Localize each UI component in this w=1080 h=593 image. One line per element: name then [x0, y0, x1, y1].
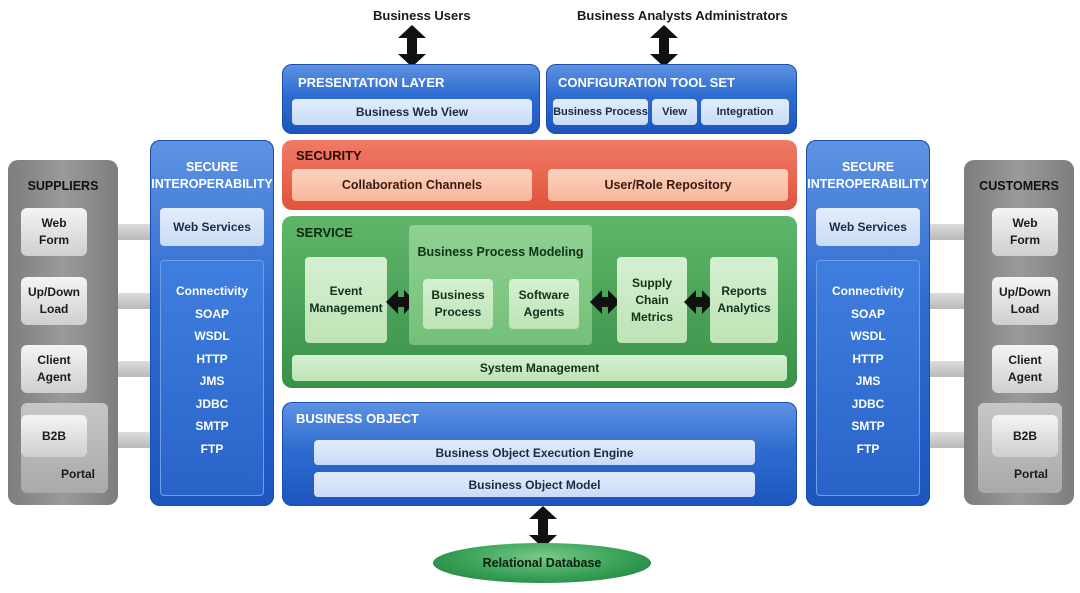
- interop-left-wsdl: WSDL: [194, 329, 230, 343]
- user-role-repository: User/Role Repository: [548, 169, 788, 201]
- supplier-b2b: B2B: [21, 415, 87, 457]
- customers-title: CUSTOMERS: [979, 179, 1059, 193]
- interop-left-connectivity: Connectivity: [175, 284, 248, 298]
- interop-right-panel: SECURE INTEROPERABILITY Web Services Con…: [806, 140, 930, 506]
- customer-web-form: Web Form: [992, 208, 1058, 256]
- software-agents: Software Agents: [509, 279, 579, 329]
- event-management: Event Management: [305, 257, 387, 343]
- supplier-web-form: Web Form: [21, 208, 87, 256]
- interop-left-panel: SECURE INTEROPERABILITY Web Services Con…: [150, 140, 274, 506]
- interop-right-ftp: FTP: [856, 441, 880, 456]
- database-arrow-icon: [529, 506, 557, 548]
- presentation-layer-title: PRESENTATION LAYER: [298, 75, 445, 90]
- supplier-b2b-portal: B2B Portal: [21, 403, 108, 493]
- connector-left-3: [118, 361, 152, 377]
- interop-right-http: HTTP: [852, 351, 884, 366]
- connector-left-1: [118, 224, 152, 240]
- bpm-box: Business Process Modeling Business Proce…: [409, 225, 592, 345]
- interop-right-web-services: Web Services: [816, 208, 920, 246]
- interop-right-connectivity: Connectivity: [831, 284, 904, 298]
- config-business-process: Business Process: [553, 99, 648, 125]
- customer-client-agent: Client Agent: [992, 345, 1058, 393]
- customer-portal: Portal: [1014, 467, 1049, 481]
- customers-panel: CUSTOMERS Web Form Up/Down Load Client A…: [964, 160, 1074, 505]
- supply-reports-arrow-icon: [684, 290, 714, 314]
- relational-database: Relational Database: [433, 543, 651, 583]
- reports-analytics: Reports Analytics: [710, 257, 778, 343]
- business-users-label: Business Users: [373, 8, 471, 23]
- business-process: Business Process: [423, 279, 493, 329]
- configuration-tool-set-panel: CONFIGURATION TOOL SET Business Process …: [546, 64, 797, 134]
- supplier-portal: Portal: [61, 467, 96, 481]
- connector-right-1: [930, 224, 966, 240]
- supply-chain-metrics: Supply Chain Metrics: [617, 257, 687, 343]
- event-bpm-arrow-icon: [386, 290, 416, 314]
- security-panel: SECURITY Collaboration Channels User/Rol…: [282, 140, 797, 210]
- business-object-title: BUSINESS OBJECT: [296, 411, 419, 426]
- supplier-client-agent: Client Agent: [21, 345, 87, 393]
- suppliers-title: SUPPLIERS: [27, 179, 99, 193]
- bo-execution-engine: Business Object Execution Engine: [314, 440, 755, 465]
- customer-b2b: B2B: [992, 415, 1058, 457]
- service-title: SERVICE: [296, 225, 353, 240]
- presentation-layer-panel: PRESENTATION LAYER Business Web View: [282, 64, 540, 134]
- suppliers-panel: SUPPLIERS Web Form Up/Down Load Client A…: [8, 160, 118, 505]
- interop-left-connectivity-box: Connectivity SOAP WSDL HTTP JMS JDBC SMT…: [160, 260, 264, 496]
- interop-left-title: SECURE INTEROPERABILITY: [151, 160, 273, 191]
- interop-right-wsdl: WSDL: [850, 329, 886, 343]
- customer-b2b-portal: B2B Portal: [978, 403, 1062, 493]
- interop-right-jdbc: JDBC: [851, 396, 885, 411]
- config-view: View: [652, 99, 697, 125]
- interop-right-jms: JMS: [855, 374, 881, 388]
- bpm-title: Business Process Modeling: [417, 245, 584, 259]
- interop-left-web-services: Web Services: [160, 208, 264, 246]
- customer-up-down-load: Up/Down Load: [992, 277, 1058, 325]
- interop-left-smtp: SMTP: [195, 419, 229, 433]
- interop-left-ftp: FTP: [200, 441, 224, 456]
- configuration-tool-set-title: CONFIGURATION TOOL SET: [558, 75, 735, 90]
- interop-right-smtp: SMTP: [851, 419, 885, 433]
- connector-right-2: [930, 293, 966, 309]
- connector-right-3: [930, 361, 966, 377]
- supplier-up-down-load: Up/Down Load: [21, 277, 87, 325]
- analysts-label: Business Analysts Administrators: [577, 8, 788, 23]
- interop-right-connectivity-box: Connectivity SOAP WSDL HTTP JMS JDBC SMT…: [816, 260, 920, 496]
- users-arrow-icon: [398, 25, 426, 67]
- security-title: SECURITY: [296, 148, 362, 163]
- connector-right-4: [930, 432, 966, 448]
- service-panel: SERVICE Event Management Business Proces…: [282, 216, 797, 388]
- connector-left-2: [118, 293, 152, 309]
- bpm-supply-arrow-icon: [590, 290, 620, 314]
- business-object-panel: BUSINESS OBJECT Business Object Executio…: [282, 402, 797, 506]
- interop-right-title: SECURE INTEROPERABILITY: [807, 160, 929, 191]
- bo-model: Business Object Model: [314, 472, 755, 497]
- interop-right-soap: SOAP: [850, 306, 885, 321]
- interop-left-jdbc: JDBC: [195, 396, 229, 411]
- interop-left-soap: SOAP: [194, 306, 229, 321]
- interop-left-jms: JMS: [199, 374, 225, 388]
- interop-left-http: HTTP: [196, 351, 228, 366]
- connector-left-4: [118, 432, 152, 448]
- business-web-view: Business Web View: [292, 99, 532, 125]
- analysts-arrow-icon: [650, 25, 678, 67]
- config-integration: Integration: [701, 99, 789, 125]
- system-management: System Management: [292, 355, 787, 381]
- collaboration-channels: Collaboration Channels: [292, 169, 532, 201]
